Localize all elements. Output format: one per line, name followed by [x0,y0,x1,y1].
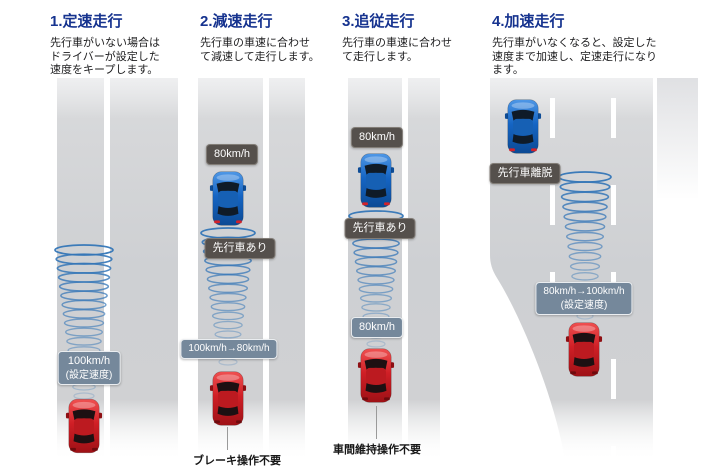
panel-3-title: 3.追従走行 [342,13,415,30]
lane-line [263,78,269,460]
panel-2-description: 先行車の車速に合わせ て減速して走行します。 [200,37,320,63]
lead-speed-label-panel-3: 80km/h [350,127,404,148]
preceding-car-panel-4 [504,99,542,154]
own-speed-label-panel-3: 80km/h [350,317,404,338]
panel-4-header: 4.加速走行 先行車がいなくなると、設定した 速度まで加速し、定速走行になり ま… [492,13,692,78]
speed-change-value: 80km/h→100km/h [543,286,625,297]
radar-waves-panel-1 [54,244,114,400]
own-car-panel-2 [209,371,247,426]
panel-1-title: 1.定速走行 [50,13,123,30]
panel-4-description: 先行車がいなくなると、設定した 速度まで加速し、定速走行になり ます。 [492,37,657,76]
road-shoulder [657,78,698,200]
panel-1-description: 先行車がいない場合は ドライバーが設定した 速度をキープします。 [50,37,160,76]
preceding-car-panel-3 [357,153,395,208]
note-connector-panel-3 [376,406,377,439]
speed-change-label-panel-4: 80km/h→100km/h (設定速度) [535,282,633,315]
lane-line [104,78,110,460]
status-label-panel-3: 先行車あり [344,218,416,239]
preceding-car-panel-2 [209,171,247,226]
panel-3-description: 先行車の車速に合わせ て走行します。 [342,37,452,63]
panel-4-title: 4.加速走行 [492,13,565,30]
lane-line [402,78,408,460]
set-speed-label-panel-1: 100km/h (設定速度) [57,351,121,385]
note-connector-panel-2 [227,427,228,450]
status-label-panel-4: 先行車離脱 [489,163,561,184]
speed-change-label-panel-2: 100km/h→80km/h [180,339,278,359]
set-speed-value: 100km/h [67,355,111,367]
note-panel-3: 車間維持操作不要 [333,444,421,456]
own-car-panel-3 [357,348,395,403]
panel-2-header: 2.減速走行 先行車の車速に合わせ て減速して走行します。 [200,13,330,64]
panel-2-title: 2.減速走行 [200,13,273,30]
road-panel-1 [57,78,178,460]
road-surface [57,78,178,460]
panel-1-header: 1.定速走行 先行車がいない場合は ドライバーが設定した 速度をキープします。 [50,13,180,78]
note-panel-2: ブレーキ操作不要 [193,455,281,467]
set-speed-sub: (設定速度) [65,370,113,381]
lead-speed-label-panel-2: 80km/h [205,144,259,165]
speed-change-sub: (設定速度) [560,300,608,311]
own-car-panel-1 [65,398,103,454]
panel-3-header: 3.追従走行 先行車の車速に合わせ て走行します。 [342,13,472,64]
status-label-panel-2: 先行車あり [204,238,276,259]
own-car-panel-4 [565,322,603,377]
